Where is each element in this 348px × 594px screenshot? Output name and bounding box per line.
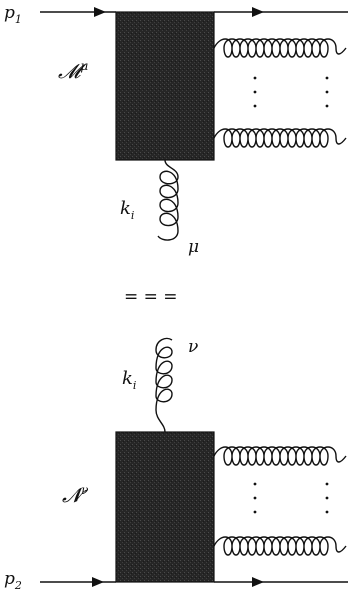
gluon-line-upper-1 — [213, 38, 347, 58]
exchange-gluon-upper — [157, 159, 179, 241]
label-p2: p2 — [4, 569, 22, 592]
p2-arrow-in — [92, 577, 104, 587]
lower-vertex — [40, 337, 348, 587]
p2-arrow-out — [252, 577, 264, 587]
p1-arrow-out — [252, 7, 264, 17]
label-mu: μ — [188, 237, 199, 257]
label-p1: p1 — [4, 3, 22, 26]
p1-arrow-in — [94, 7, 106, 17]
exchange-gluon-lower — [155, 337, 173, 433]
label-k-upper: ki — [120, 198, 134, 222]
amplitude-blob-M — [115, 11, 215, 161]
gluon-line-lower-2 — [213, 536, 347, 556]
gluon-line-lower-1 — [213, 446, 347, 466]
label-N-nu: 𝓝ν — [62, 483, 88, 507]
gluon-line-upper-2 — [213, 128, 347, 148]
upper-vertex — [40, 7, 348, 241]
lower-ellipsis-dots — [253, 482, 329, 514]
label-M-mu: 𝓜μ — [58, 59, 88, 83]
amplitude-blob-N — [115, 431, 215, 583]
label-nu: ν — [188, 337, 198, 357]
upper-ellipsis-dots — [253, 76, 329, 108]
separator-equals: = = = — [124, 287, 178, 307]
label-k-lower: ki — [122, 368, 136, 392]
